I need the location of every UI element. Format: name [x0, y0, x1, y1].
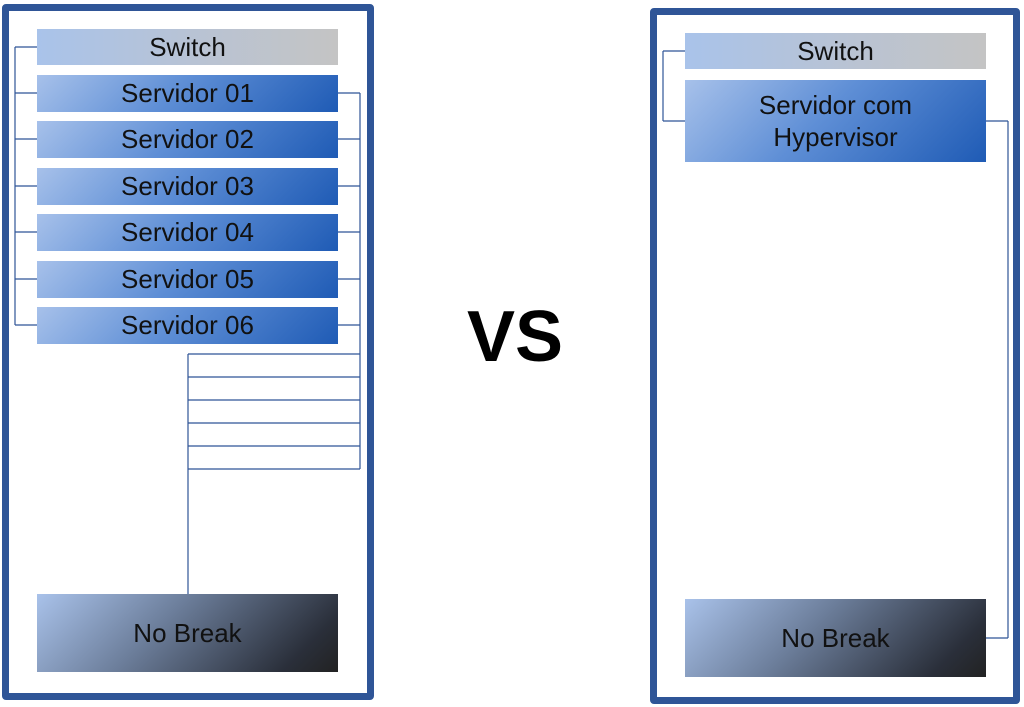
left-server-06: Servidor 06 — [37, 307, 338, 344]
left-server-04: Servidor 04 — [37, 214, 338, 251]
left-server-05: Servidor 05 — [37, 261, 338, 298]
left-switch: Switch — [37, 29, 338, 65]
left-server-03: Servidor 03 — [37, 168, 338, 205]
right-nobreak: No Break — [685, 599, 986, 677]
left-server-02: Servidor 02 — [37, 121, 338, 158]
left-server-01: Servidor 01 — [37, 75, 338, 112]
right-hypervisor-server: Servidor com Hypervisor — [685, 80, 986, 162]
vs-label: VS — [466, 297, 564, 377]
right-switch: Switch — [685, 33, 986, 69]
left-nobreak: No Break — [37, 594, 338, 672]
